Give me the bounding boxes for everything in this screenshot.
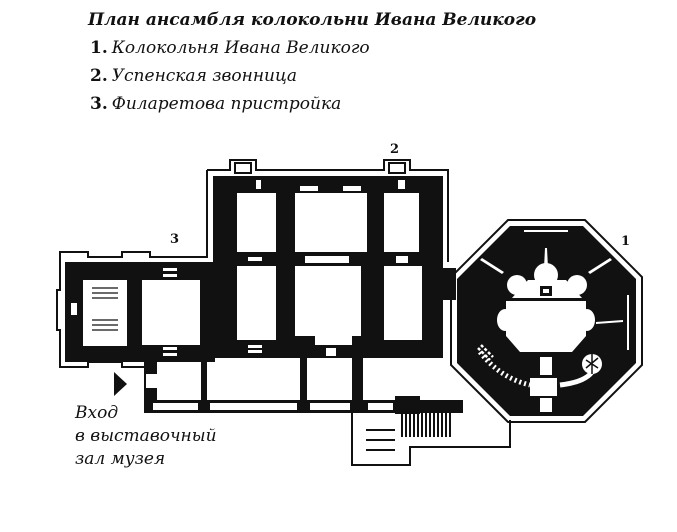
belfry-niche bbox=[388, 162, 406, 174]
stairs bbox=[92, 287, 451, 451]
legend-number: 1. bbox=[90, 38, 108, 58]
entry-arrow-icon bbox=[114, 372, 127, 396]
legend-label: Филаретова пристройка bbox=[111, 94, 342, 114]
plan-label-1: 1 bbox=[621, 234, 631, 249]
legend-label: Успенская звонница bbox=[111, 66, 297, 86]
belfry-outline bbox=[207, 159, 449, 262]
diagram-title: План ансамбля колокольни Ивана Великого bbox=[88, 10, 537, 30]
plan-label-3: 3 bbox=[170, 232, 180, 247]
entry-line: зал музея bbox=[75, 449, 166, 469]
legend-item-1: 1.Колокольня Ивана Великого bbox=[90, 38, 370, 58]
legend-number: 2. bbox=[90, 66, 108, 86]
octagon-outline bbox=[450, 219, 643, 423]
entry-line: в выставочный bbox=[75, 426, 217, 446]
rooms bbox=[71, 180, 629, 412]
bell-room-opening bbox=[540, 286, 552, 296]
spiral-stair bbox=[477, 344, 599, 388]
entry-caption: Вход в выставочный зал музея bbox=[75, 402, 217, 471]
legend-label: Колокольня Ивана Великого bbox=[111, 38, 370, 58]
entry-line: Вход bbox=[75, 403, 119, 423]
belfry-niche bbox=[234, 162, 252, 174]
legend-number: 3. bbox=[90, 94, 108, 114]
legend-item-2: 2.Успенская звонница bbox=[90, 66, 297, 86]
legend-item-3: 3.Филаретова пристройка bbox=[90, 94, 341, 114]
plan-label-2: 2 bbox=[390, 142, 400, 157]
